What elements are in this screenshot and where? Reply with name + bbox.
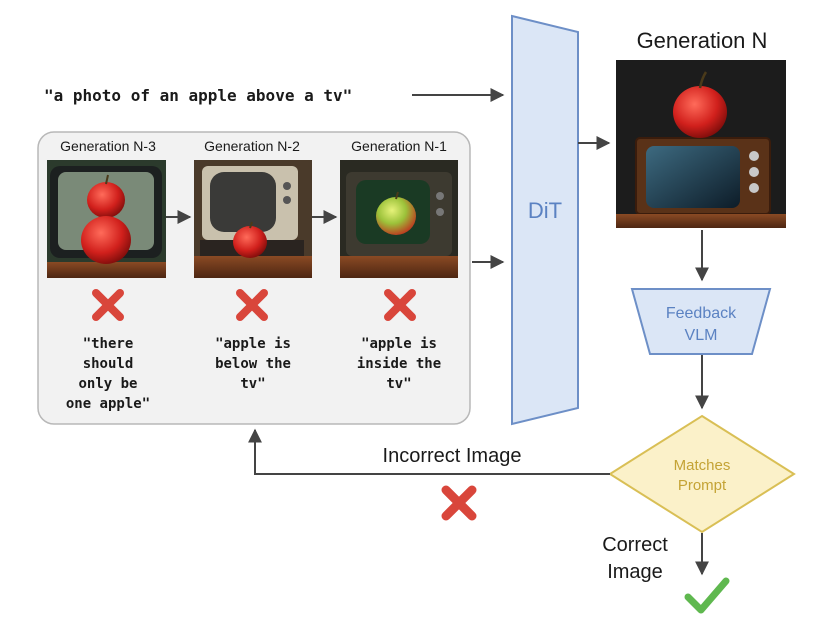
generation-n-3: Generation N-3 "there should only be one… [47,138,166,412]
svg-text:should: should [83,356,134,372]
generation-n-3-cross-icon [92,289,124,321]
prompt-text: "a photo of an apple above a tv" [44,86,352,105]
generation-n-1-cross-icon [384,289,416,321]
svg-text:tv": tv" [240,376,265,392]
svg-text:one apple": one apple" [66,396,150,412]
svg-text:inside the: inside the [357,356,441,372]
correct-label-line-2: Image [607,561,663,583]
generation-n-2-feedback: "apple is below the tv" [215,336,291,392]
svg-text:only be: only be [78,376,137,392]
svg-text:below the: below the [215,356,291,372]
generation-n-3-feedback: "there should only be one apple" [66,336,150,412]
generation-n-1: Generation N-1 "apple is inside the tv" [340,138,458,392]
svg-text:"there: "there [83,336,134,352]
feedback-label-line-2: VLM [685,327,718,344]
svg-text:"apple is: "apple is [215,336,291,352]
check-icon [684,577,730,614]
generation-n-1-title: Generation N-1 [351,138,447,154]
generation-n-2-cross-icon [236,289,268,321]
decision-label-line-2: Prompt [678,477,727,494]
dit-block [511,14,579,426]
decision-label-line-1: Matches [674,457,731,474]
feedback-vlm-block [630,288,772,355]
dit-label: DiT [528,198,562,223]
arrow-incorrect-loop [248,428,610,475]
svg-text:"apple is: "apple is [361,336,437,352]
output-image [616,60,786,228]
generation-n-1-image [340,160,458,278]
correct-label-line-1: Correct [602,534,668,556]
generation-n-3-title: Generation N-3 [60,138,156,154]
matches-prompt-decision [608,414,796,534]
incorrect-image-label: Incorrect Image [383,445,522,467]
generation-n-3-image [47,160,166,278]
output-title: Generation N [637,28,768,53]
feedback-label-line-1: Feedback [666,305,737,322]
generation-n-2-image [194,160,312,278]
generation-n-1-feedback: "apple is inside the tv" [357,336,441,392]
svg-text:tv": tv" [386,376,411,392]
generation-n-2: Generation N-2 "apple is below the tv" [194,138,312,392]
generation-n-2-title: Generation N-2 [204,138,300,154]
incorrect-cross-icon [441,485,477,521]
